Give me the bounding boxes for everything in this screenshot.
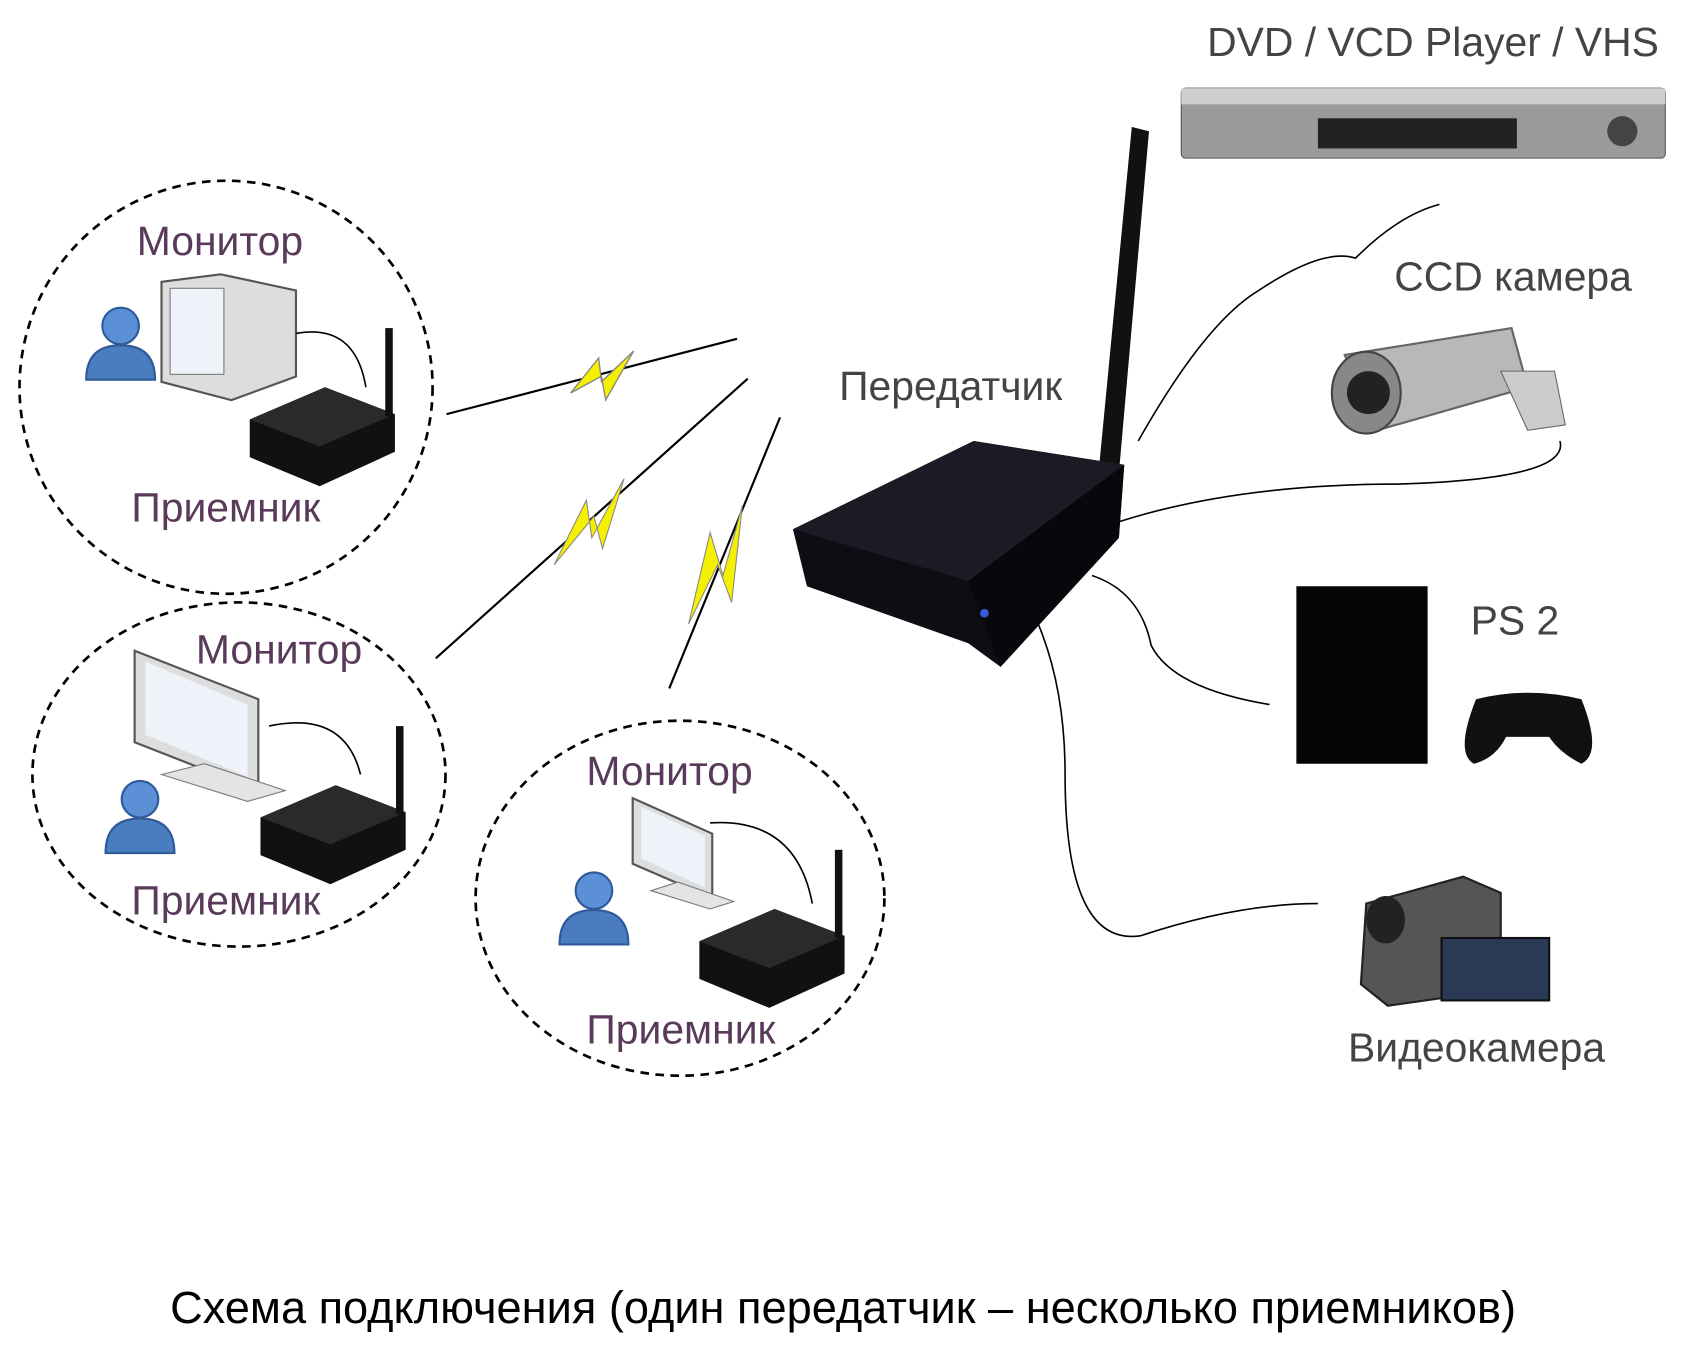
dvd-label: DVD / VCD Player / VHS [1207,19,1659,65]
cable [710,821,814,904]
group-boundary [474,719,886,1078]
receiver-group-1: Монитор Приемник [18,179,434,596]
receiver-label: Приемник [131,485,321,531]
receiver-group-2: Монитор Приемник [31,601,447,948]
ps2-console: PS 2 [1296,586,1593,764]
lcd-monitor-icon [133,649,288,802]
receiver-group-3: Монитор Приемник [474,719,886,1078]
ccd-label: CCD камера [1394,253,1632,299]
monitor-label: Монитор [586,748,752,794]
cable [295,331,367,388]
monitor-label: Монитор [196,627,362,673]
ps2-label: PS 2 [1471,598,1560,644]
camcorder: Видеокамера [1348,875,1605,1071]
cable [268,722,362,775]
lightning-icon [688,505,743,625]
transmitter-label: Передатчик [839,363,1063,409]
antenna-icon [1099,126,1149,474]
group-boundary [18,179,434,596]
user-icon [558,871,630,946]
ccd-camera: CCD камера [1330,253,1632,435]
wireless-links [435,337,782,689]
camcorder-label: Видеокамера [1348,1025,1605,1071]
receiver-icon [260,726,406,885]
gamepad-icon [1464,692,1593,764]
monitor-label: Монитор [137,218,303,264]
user-icon [85,306,157,381]
receiver-label: Приемник [586,1006,776,1052]
lcd-monitor-icon [631,796,736,910]
source-cables [1037,203,1562,938]
group-boundary [31,601,447,948]
lightning-icon [553,478,625,566]
crt-monitor-icon [160,273,298,402]
dvd-player: DVD / VCD Player / VHS [1180,19,1666,159]
receiver-label: Приемник [131,877,321,923]
diagram-title: Схема подключения (один передатчик – нес… [170,1282,1516,1333]
wireless-link-3 [668,416,782,689]
lightning-icon [570,350,635,401]
user-icon [104,779,176,855]
transmitter-device: Передатчик [792,126,1149,667]
receiver-icon [699,849,845,1008]
console-icon [1296,586,1428,764]
